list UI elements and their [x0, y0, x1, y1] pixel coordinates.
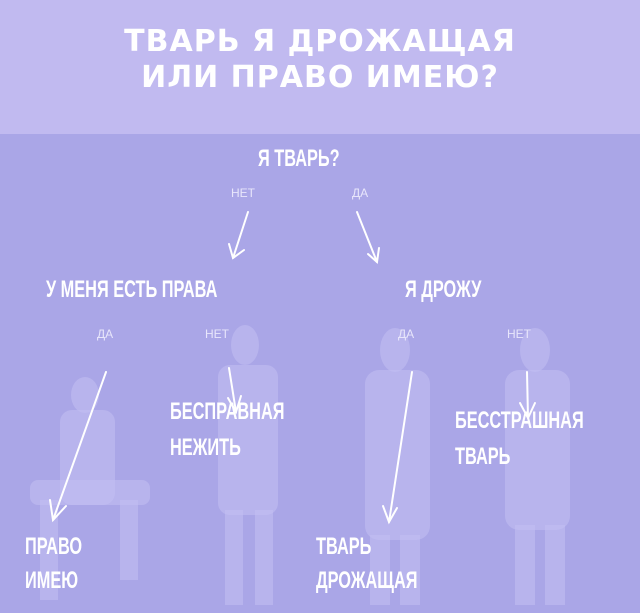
- figure-standing-3: [505, 328, 570, 605]
- left-yes-result-line-1: ПРАВО: [25, 533, 83, 560]
- right-yes-result-line-1: ТВАРЬ: [316, 533, 372, 560]
- arrow-root-yes: [356, 211, 380, 264]
- root-no-label: НЕТ: [231, 186, 255, 200]
- left-question: У МЕНЯ ЕСТЬ ПРАВА: [46, 276, 218, 303]
- right-no-result-line-2: ТВАРЬ: [455, 443, 511, 470]
- right-no-label: НЕТ: [507, 327, 531, 341]
- left-yes-label: ДА: [97, 327, 114, 341]
- right-question: Я ДРОЖУ: [405, 276, 482, 303]
- right-yes-label: ДА: [398, 327, 415, 341]
- figure-standing-1: [218, 325, 278, 605]
- header-band: [0, 0, 640, 134]
- left-no-result-line-2: НЕЖИТЬ: [170, 434, 241, 461]
- arrow-right-no: [519, 371, 536, 421]
- root-yes-label: ДА: [352, 186, 369, 200]
- title-line-2: ИЛИ ПРАВО ИМЕЮ?: [141, 60, 499, 95]
- arrow-right-yes: [382, 371, 413, 525]
- left-yes-result-line-2: ИМЕЮ: [25, 567, 79, 594]
- right-no-result-line-1: БЕССТРАШНАЯ: [455, 407, 584, 434]
- right-yes-result-line-2: ДРОЖАЩАЯ: [316, 567, 418, 594]
- arrow-root-no: [228, 211, 249, 260]
- title-line-1: ТВАРЬ Я ДРОЖАЩАЯ: [124, 24, 516, 59]
- root-question: Я ТВАРЬ?: [258, 145, 340, 172]
- arrow-left-no: [227, 367, 242, 415]
- left-no-result-line-1: БЕСПРАВНАЯ: [170, 398, 285, 425]
- figure-standing-2: [365, 328, 430, 605]
- arrow-left-yes: [49, 371, 107, 523]
- left-no-label: НЕТ: [205, 327, 229, 341]
